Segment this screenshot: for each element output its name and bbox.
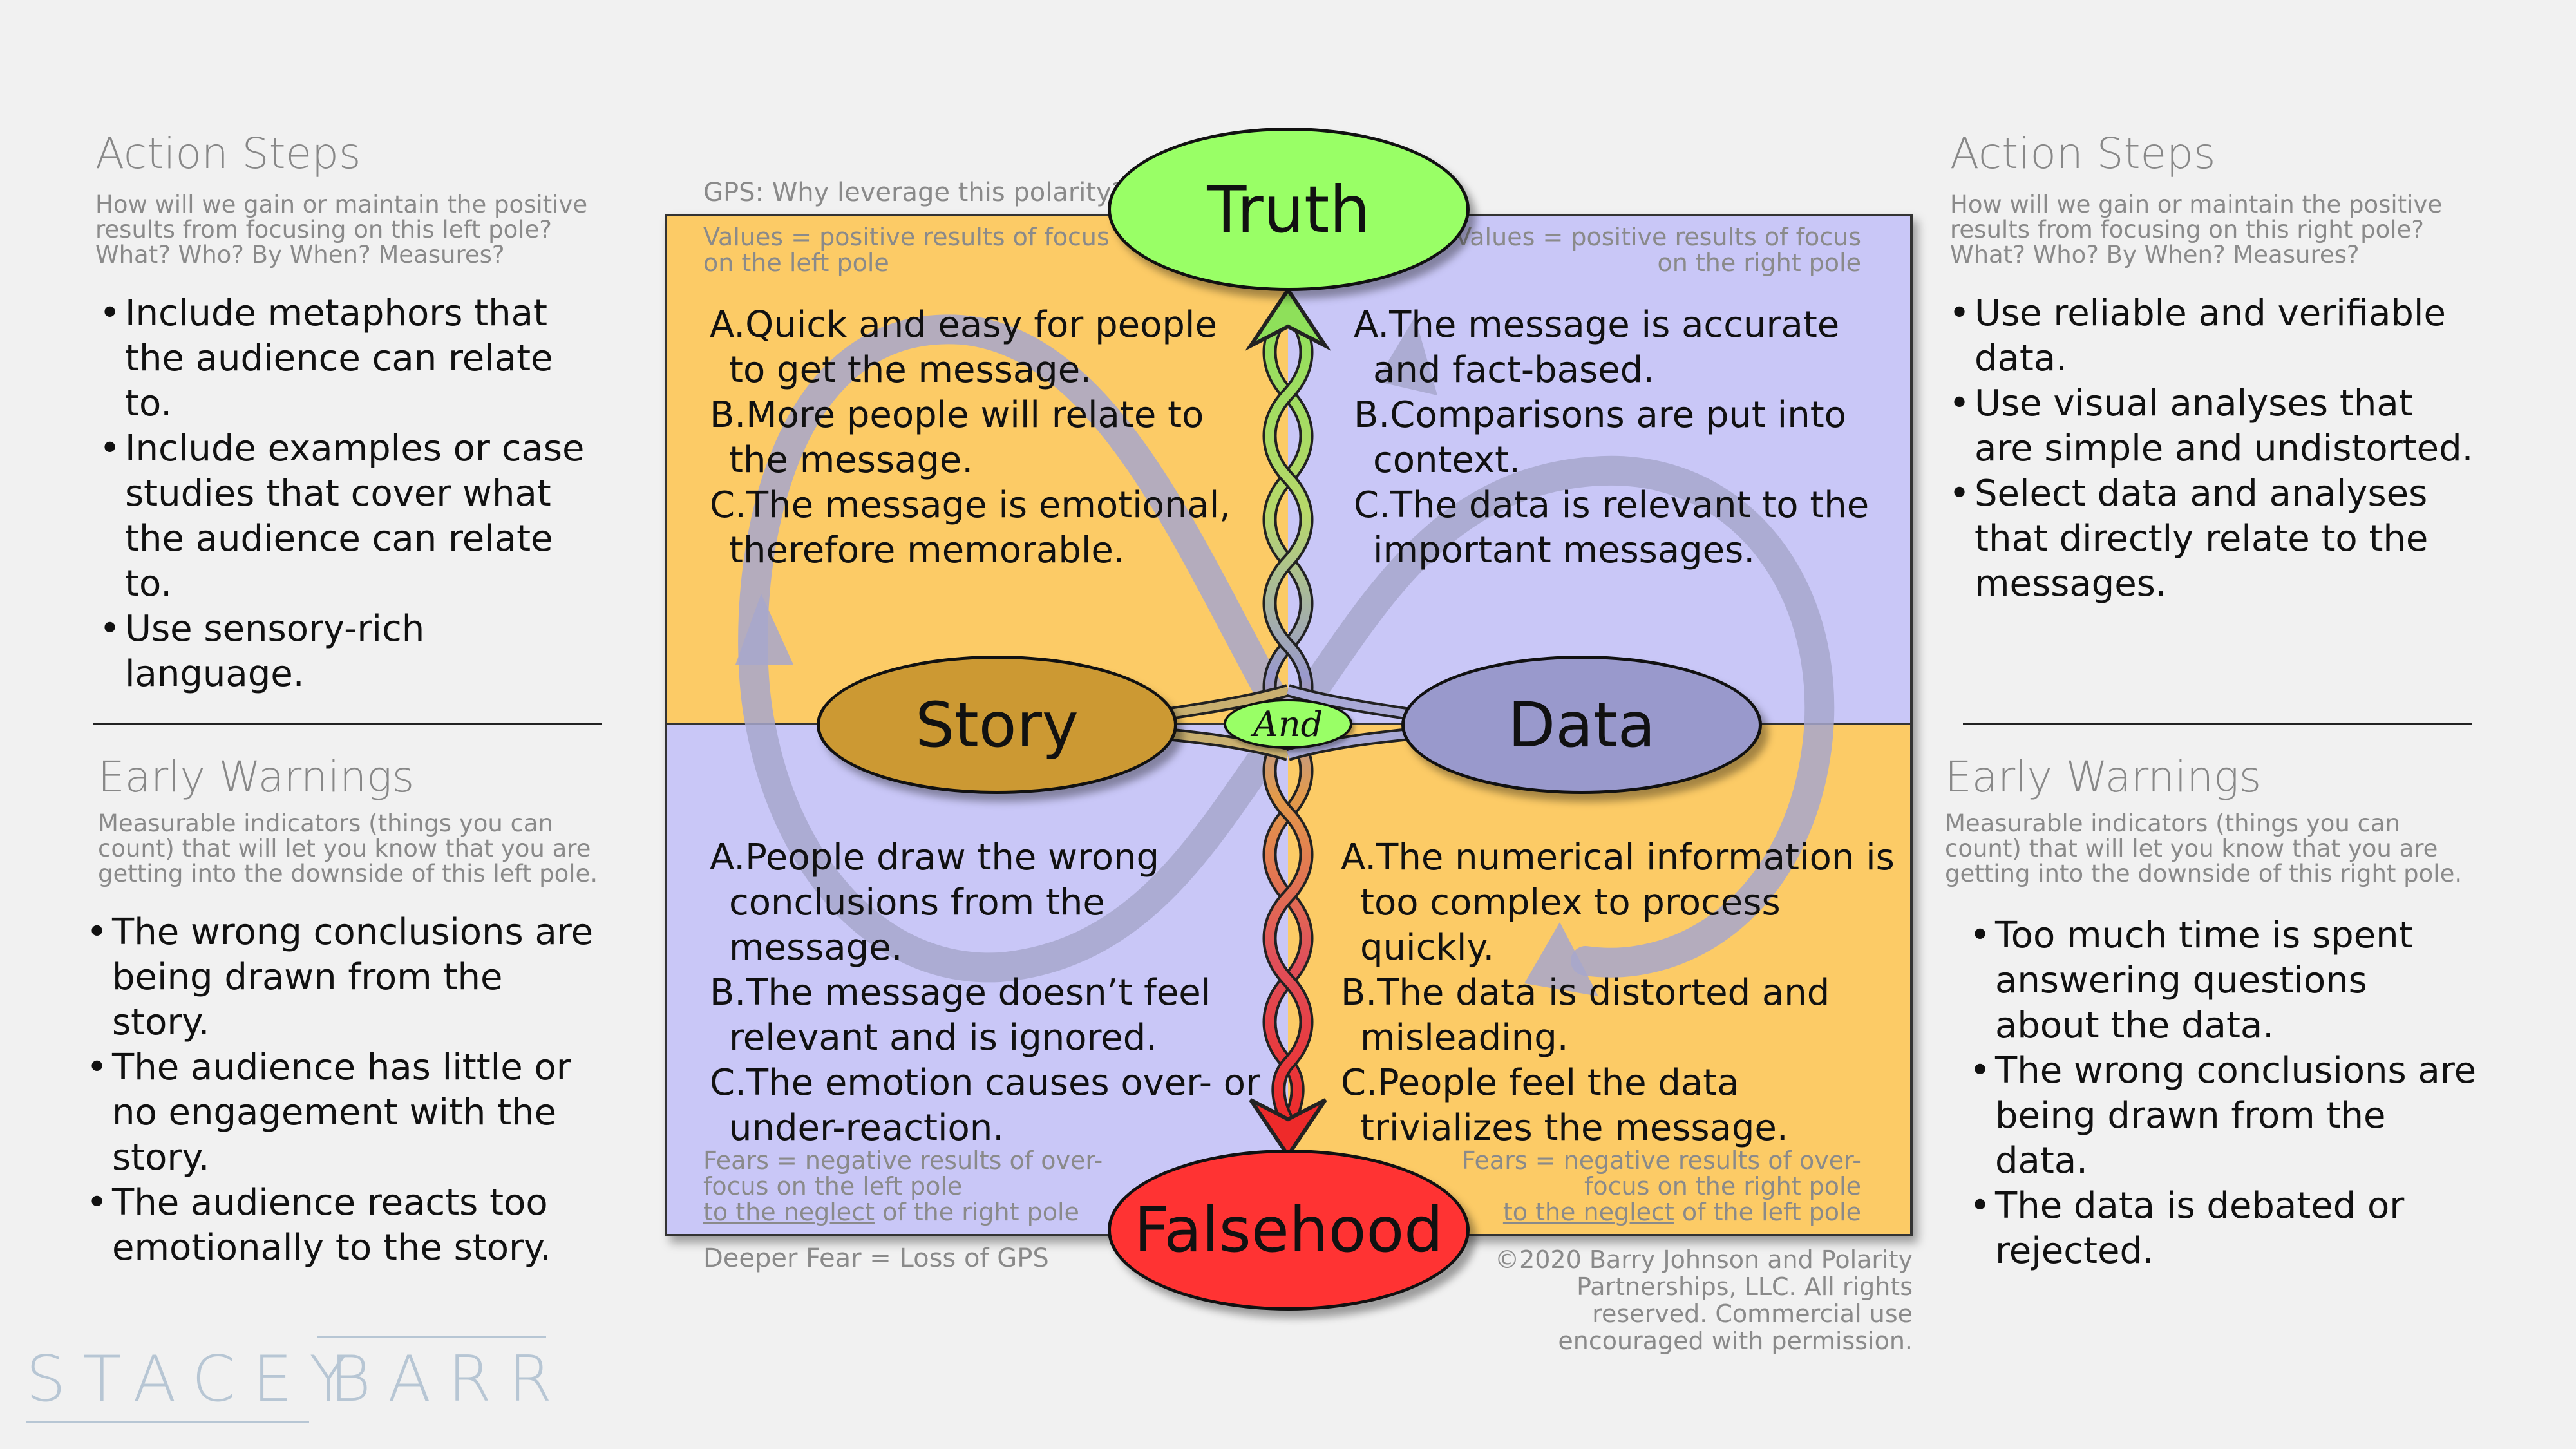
polarity-map: Values = positive results of focus on th… <box>665 214 1913 1236</box>
right-early-warnings-list: Too much time is spent answering questio… <box>1965 913 2481 1274</box>
left-action-steps-title: Action Steps <box>95 129 361 178</box>
deeper-fear-label: Deeper Fear = Loss of GPS <box>703 1244 1049 1273</box>
left-early-warnings-title: Early Warnings <box>98 752 415 802</box>
falsehood-label: Falsehood <box>1133 1194 1444 1266</box>
lower-right-fears-text: A.The numerical information is too compl… <box>1341 837 1895 1149</box>
list-item: Use sensory-rich language. <box>95 607 611 697</box>
lower-left-fears-text: A.People draw the wrong conclusions from… <box>710 837 1260 1149</box>
list-item: The audience has little or no engagement… <box>82 1045 611 1180</box>
arrow-down-head <box>1249 1098 1327 1159</box>
neglect-text: to the neglect <box>703 1198 875 1226</box>
left-early-warnings-subtitle: Measurable indicators (things you can co… <box>98 810 598 887</box>
logo-barr: BARR <box>330 1343 569 1416</box>
and-connector: And <box>1224 699 1352 749</box>
list-item: Use visual analyses that are simple and … <box>1945 381 2479 471</box>
left-action-steps-subtitle: How will we gain or maintain the positiv… <box>95 191 588 269</box>
upper-left-values-text: A.Quick and easy for people to get the m… <box>710 304 1231 571</box>
truth-pole: Truth <box>1108 128 1470 291</box>
left-early-warnings-list: The wrong conclusions are being drawn fr… <box>82 910 611 1271</box>
falsehood-pole: Falsehood <box>1108 1150 1470 1311</box>
data-pole: Data <box>1401 656 1762 794</box>
story-pole: Story <box>817 656 1177 794</box>
list-item: The audience reacts too emotionally to t… <box>82 1180 611 1271</box>
truth-label: Truth <box>1207 171 1370 247</box>
list-item: Include metaphors that the audience can … <box>95 291 611 426</box>
right-action-steps-list: Use reliable and verifiable data. Use vi… <box>1945 291 2479 607</box>
right-divider <box>1963 723 2472 725</box>
arrow-up-head <box>1245 286 1331 352</box>
loop-arrowhead-left-lower <box>735 594 793 665</box>
right-action-steps-subtitle: How will we gain or maintain the positiv… <box>1950 191 2443 269</box>
loop-arrowhead-right <box>1524 922 1598 996</box>
values-right-label: Values = positive results of focus on th… <box>1455 223 1861 277</box>
and-label: And <box>1253 703 1323 744</box>
neglect-text: to the neglect <box>1502 1198 1674 1226</box>
story-label: Story <box>915 688 1079 761</box>
list-item: Select data and analyses that directly r… <box>1945 471 2479 607</box>
logo-stacey: STACEY <box>26 1343 365 1416</box>
list-item: Use reliable and verifiable data. <box>1945 291 2479 381</box>
fears-left-label: Fears = negative results of over-focus o… <box>703 1146 1103 1226</box>
right-early-warnings-subtitle: Measurable indicators (things you can co… <box>1945 810 2463 887</box>
list-item: Include examples or case studies that co… <box>95 426 611 607</box>
logo-top-line <box>317 1336 546 1338</box>
infinity-loop-path <box>738 314 1835 983</box>
fears-right-label: Fears = negative results of over-focus o… <box>1461 1146 1861 1226</box>
right-action-steps-title: Action Steps <box>1950 129 2216 178</box>
list-item: The wrong conclusions are being drawn fr… <box>82 910 611 1045</box>
gps-label: GPS: Why leverage this polarity? <box>703 178 1125 207</box>
brand-logo: STACEY BARR <box>26 1336 552 1426</box>
data-label: Data <box>1508 688 1656 761</box>
logo-bottom-line <box>26 1421 309 1423</box>
list-item: The data is debated or rejected. <box>1965 1184 2481 1274</box>
left-divider <box>93 723 602 725</box>
left-action-steps-list: Include metaphors that the audience can … <box>95 291 611 697</box>
right-early-warnings-title: Early Warnings <box>1945 752 2262 802</box>
loop-arrowhead-left <box>1376 317 1437 395</box>
copyright-notice: ©2020 Barry Johnson and Polarity Partner… <box>1495 1245 1913 1355</box>
list-item: The wrong conclusions are being drawn fr… <box>1965 1048 2481 1184</box>
list-item: Too much time is spent answering questio… <box>1965 913 2481 1048</box>
upper-right-values-text: A.The message is accurate and fact-based… <box>1354 304 1870 571</box>
values-left-label: Values = positive results of focus on th… <box>703 223 1110 277</box>
